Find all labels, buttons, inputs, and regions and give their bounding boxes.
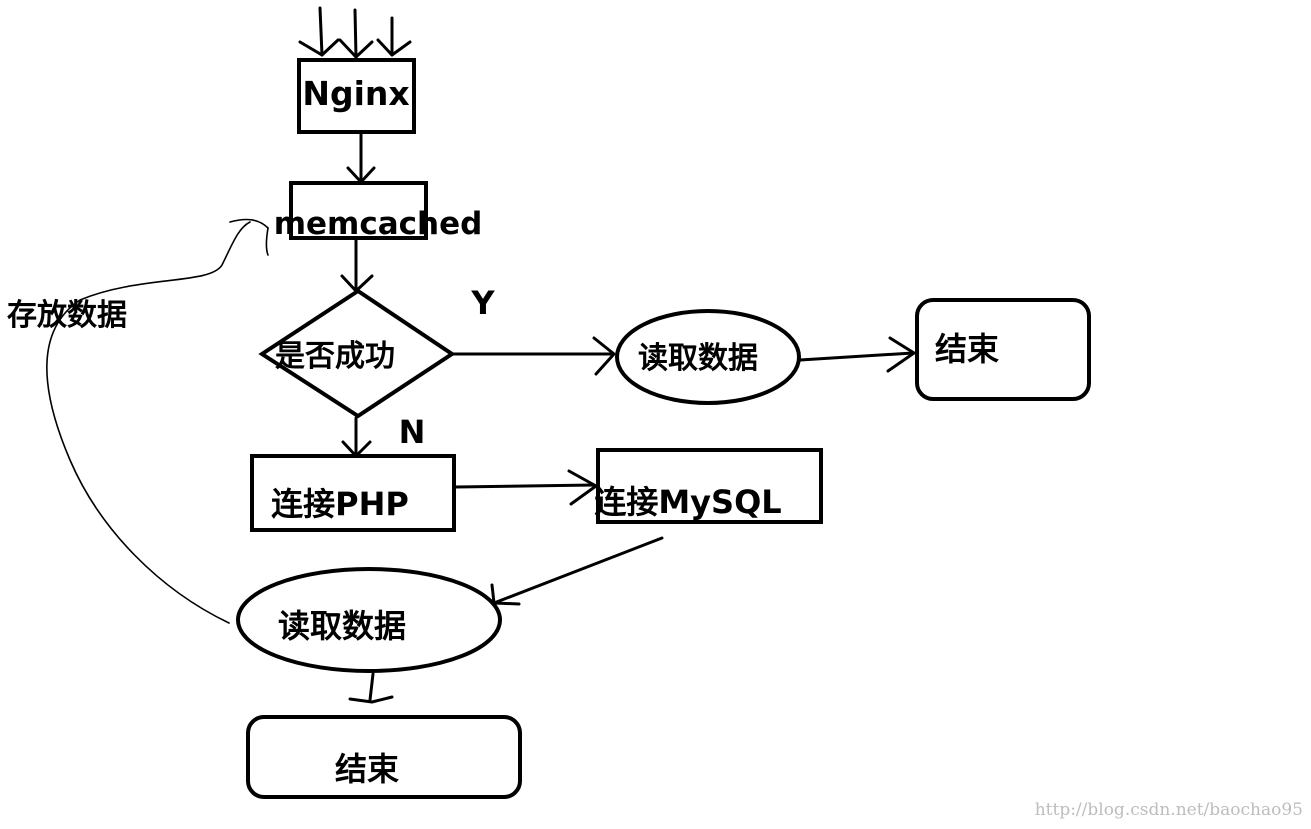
- memcached-node: memcached: [274, 181, 483, 242]
- end-bottom-label: 结束: [335, 750, 399, 788]
- read-data-top-node: 读取数据: [615, 309, 801, 405]
- store-data-label: 存放数据: [7, 298, 127, 333]
- php-node: 连接PHP: [250, 454, 456, 532]
- decision-node: 是否成功: [258, 288, 456, 419]
- read-data-top-label: 读取数据: [638, 341, 758, 376]
- edge-nginx-memcached: [346, 132, 376, 184]
- edge-read-top-end: [798, 336, 916, 373]
- yes-label: Y: [470, 284, 495, 322]
- mysql-node: 连接MySQL: [594, 448, 823, 524]
- edge-no: N: [341, 413, 426, 458]
- end-bottom-node: 结束: [246, 715, 522, 799]
- nginx-label: Nginx: [302, 74, 409, 113]
- edge-php-mysql: [454, 469, 598, 506]
- no-label: N: [399, 413, 426, 451]
- edge-store-data-loop: 存放数据: [7, 218, 269, 624]
- mysql-label: 连接MySQL: [594, 483, 781, 521]
- watermark-text: http://blog.csdn.net/baochao95: [1035, 800, 1303, 820]
- edge-yes: Y: [450, 284, 616, 376]
- memcached-label: memcached: [274, 206, 483, 242]
- edge-read-bottom-end: [348, 672, 394, 704]
- read-data-bottom-node: 读取数据: [236, 567, 502, 673]
- decision-label: 是否成功: [275, 339, 395, 374]
- edge-memcached-decision: [340, 238, 374, 293]
- end-top-node: 结束: [915, 298, 1091, 401]
- end-top-label: 结束: [935, 330, 999, 368]
- read-data-bottom-label: 读取数据: [278, 607, 406, 645]
- incoming-requests-arrows: [298, 6, 412, 59]
- edge-mysql-read-bottom: [490, 536, 664, 606]
- php-label: 连接PHP: [271, 485, 409, 523]
- nginx-node: Nginx: [297, 58, 416, 134]
